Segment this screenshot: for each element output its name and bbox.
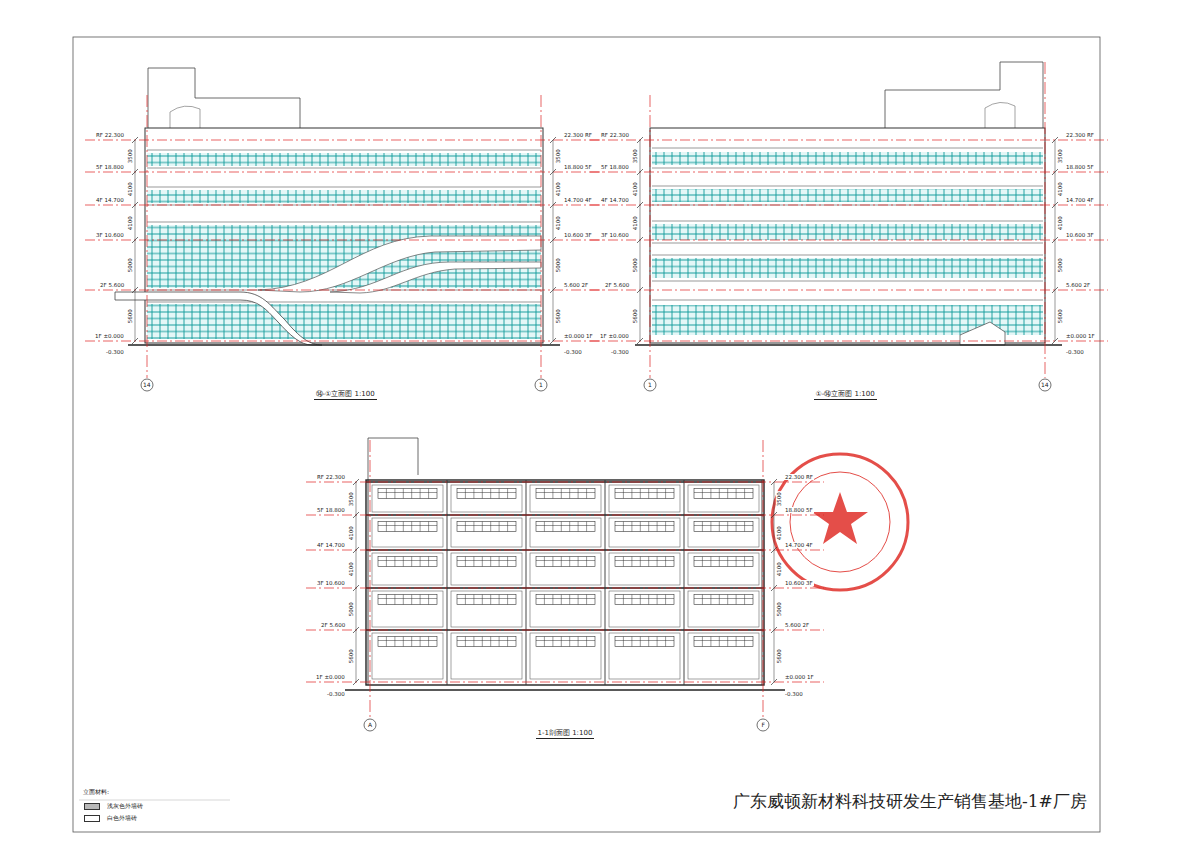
sheet-title: 广东威顿新材料科技研发生产销售基地-1#厂房 bbox=[732, 792, 1088, 812]
level-label: 2F 5.600 bbox=[99, 282, 125, 288]
level-label: 3F 10.600 bbox=[95, 232, 125, 238]
level-label: 5.600 2F bbox=[563, 282, 589, 288]
level-label: 3F 10.600 bbox=[316, 580, 346, 586]
dimension-text: 5600 bbox=[632, 308, 638, 324]
dimension-text: 4100 bbox=[1057, 215, 1063, 231]
ground-level-label: -0.300 bbox=[563, 349, 583, 355]
dimension-text: 5600 bbox=[555, 308, 561, 324]
axis-number: 1 bbox=[648, 382, 652, 389]
dimension-text: 4100 bbox=[127, 181, 133, 197]
view-title: ⑭-①立面图 1:100 bbox=[314, 390, 377, 400]
level-label: 18.800 5F bbox=[1065, 164, 1095, 170]
level-label: 2F 5.600 bbox=[604, 282, 630, 288]
level-label: 1F ±0.000 bbox=[94, 333, 125, 339]
dimension-text: 5600 bbox=[1057, 308, 1063, 324]
level-label: 18.800 5F bbox=[784, 507, 814, 513]
legend-rule bbox=[79, 800, 230, 801]
dimension-text: 5600 bbox=[348, 648, 354, 664]
level-label: 5F 18.800 bbox=[600, 164, 630, 170]
level-label: 14.700 4F bbox=[563, 197, 593, 203]
dimension-text: 4100 bbox=[555, 215, 561, 231]
axis-number: 1 bbox=[539, 382, 543, 389]
dimension-text: 5000 bbox=[127, 257, 133, 273]
dimension-text: 4100 bbox=[348, 561, 354, 577]
legend-swatch bbox=[84, 803, 100, 810]
level-label: RF 22.300 bbox=[600, 132, 630, 138]
dimension-text: 4100 bbox=[555, 181, 561, 197]
dimension-text: 3500 bbox=[632, 148, 638, 164]
ground-level-label: -0.300 bbox=[610, 349, 630, 355]
dimension-text: 5000 bbox=[1057, 257, 1063, 273]
level-label: RF 22.300 bbox=[95, 132, 125, 138]
level-label: 22.300 RF bbox=[563, 132, 593, 138]
level-label: 1F ±0.000 bbox=[315, 674, 346, 680]
axis-number: 14 bbox=[143, 382, 151, 389]
dimension-text: 4100 bbox=[1057, 181, 1063, 197]
dimension-text: 3500 bbox=[127, 148, 133, 164]
axis-number: F bbox=[762, 722, 765, 729]
ground-level-label: -0.300 bbox=[784, 691, 804, 697]
level-label: 10.600 3F bbox=[1065, 232, 1095, 238]
dimension-text: 4100 bbox=[348, 525, 354, 541]
level-label: ±0.000 1F bbox=[563, 333, 594, 339]
level-label: ±0.000 1F bbox=[784, 674, 815, 680]
level-label: RF 22.300 bbox=[316, 474, 346, 480]
level-label: 5F 18.800 bbox=[95, 164, 125, 170]
legend-text: 白色外墙砖 bbox=[106, 815, 138, 822]
level-label: 10.600 3F bbox=[784, 580, 814, 586]
right-elevation bbox=[590, 62, 1108, 391]
legend-swatch bbox=[84, 815, 100, 822]
level-label: 5F 18.800 bbox=[316, 507, 346, 513]
legend-text: 浅灰色外墙砖 bbox=[106, 803, 144, 810]
dimension-text: 4100 bbox=[127, 215, 133, 231]
dimension-text: 5000 bbox=[555, 257, 561, 273]
dimension-text: 3500 bbox=[1057, 148, 1063, 164]
level-label: 3F 10.600 bbox=[600, 232, 630, 238]
dimension-text: 3500 bbox=[555, 148, 561, 164]
level-label: 14.700 4F bbox=[784, 542, 814, 548]
left-elevation bbox=[85, 68, 603, 391]
view-title: ①-⑭立面图 1:100 bbox=[814, 390, 877, 400]
dimension-text: 3500 bbox=[776, 491, 782, 507]
dimension-text: 5000 bbox=[632, 257, 638, 273]
level-label: 5.600 2F bbox=[1065, 282, 1091, 288]
dimension-text: 4100 bbox=[632, 215, 638, 231]
level-label: 4F 14.700 bbox=[95, 197, 125, 203]
section-1-1 bbox=[306, 438, 824, 731]
dimension-text: 5000 bbox=[776, 601, 782, 617]
dimension-text: 4100 bbox=[776, 561, 782, 577]
level-label: 2F 5.600 bbox=[320, 622, 346, 628]
level-label: 18.800 5F bbox=[563, 164, 593, 170]
sheet-frame bbox=[73, 37, 1100, 832]
seal-stamp bbox=[772, 454, 908, 590]
level-label: 10.600 3F bbox=[563, 232, 593, 238]
legend-heading: 立面材料: bbox=[82, 789, 110, 796]
level-label: ±0.000 1F bbox=[1065, 333, 1096, 339]
ground-level-label: -0.300 bbox=[326, 691, 346, 697]
view-title: 1-1剖面图 1:100 bbox=[536, 729, 595, 739]
dimension-text: 4100 bbox=[632, 181, 638, 197]
level-label: 5.600 2F bbox=[784, 622, 810, 628]
dimension-text: 4100 bbox=[776, 525, 782, 541]
ground-level-label: -0.300 bbox=[1065, 349, 1085, 355]
level-label: 4F 14.700 bbox=[600, 197, 630, 203]
axis-number: A bbox=[368, 722, 372, 729]
dimension-text: 5600 bbox=[127, 308, 133, 324]
level-label: 22.300 RF bbox=[784, 474, 814, 480]
ground-level-label: -0.300 bbox=[105, 349, 125, 355]
axis-number: 14 bbox=[1041, 382, 1049, 389]
dimension-text: 5000 bbox=[348, 601, 354, 617]
level-label: 1F ±0.000 bbox=[599, 333, 630, 339]
dimension-text: 3500 bbox=[348, 491, 354, 507]
level-label: 14.700 4F bbox=[1065, 197, 1095, 203]
level-label: 22.300 RF bbox=[1065, 132, 1095, 138]
level-label: 4F 14.700 bbox=[316, 542, 346, 548]
dimension-text: 5600 bbox=[776, 648, 782, 664]
